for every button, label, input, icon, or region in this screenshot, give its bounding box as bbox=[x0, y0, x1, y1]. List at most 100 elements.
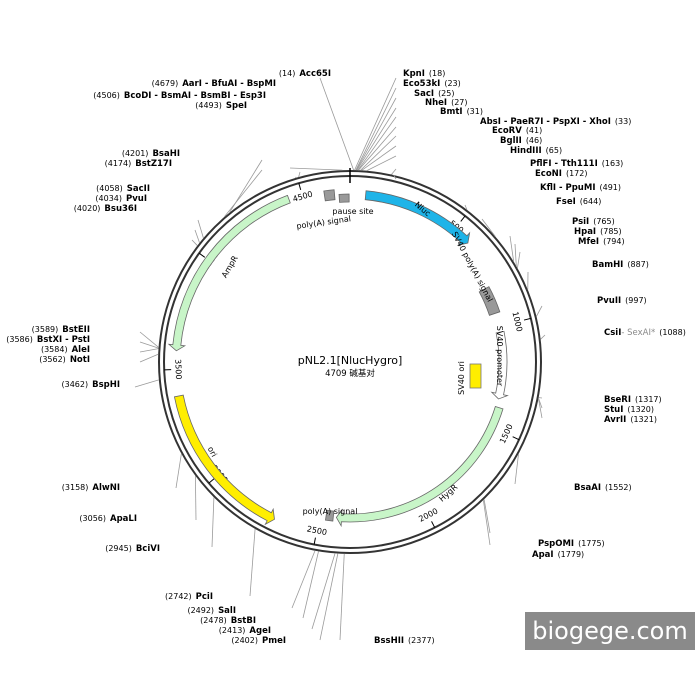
site-connector bbox=[134, 379, 159, 388]
site-name: PvuI bbox=[126, 194, 147, 204]
site-connector bbox=[295, 176, 297, 179]
site-connector bbox=[393, 174, 397, 180]
site-position: (18) bbox=[429, 69, 445, 78]
restriction-site: BcoDI - BsmAI - BsmBI - Esp3I(4506) bbox=[93, 91, 266, 101]
site-position: (4679) bbox=[152, 79, 179, 88]
site-name: HindIII bbox=[510, 146, 542, 156]
restriction-site: PvuII(997) bbox=[597, 296, 647, 306]
feature-pause-site bbox=[338, 193, 350, 203]
site-name: AarI - BfuAI - BspMI bbox=[182, 79, 276, 89]
site-connector bbox=[175, 453, 182, 489]
site-position: (1320) bbox=[627, 405, 654, 414]
site-name: KflI - PpuMI bbox=[540, 183, 595, 193]
site-name: HpaI bbox=[574, 227, 596, 237]
site-position: (1317) bbox=[635, 395, 662, 404]
site-name: KpnI bbox=[403, 69, 425, 79]
restriction-site: HindIII(65) bbox=[510, 146, 562, 156]
site-name: BsaHI bbox=[152, 149, 180, 159]
site-name: BseRI bbox=[604, 395, 631, 405]
restriction-site: PspOMI(1775) bbox=[538, 539, 605, 549]
site-position: (163) bbox=[602, 159, 624, 168]
site-connector bbox=[302, 551, 319, 619]
site-name: AlwNI bbox=[92, 483, 120, 493]
feature-ori bbox=[173, 394, 275, 526]
site-connector bbox=[509, 235, 515, 262]
site-name: PmeI bbox=[262, 636, 286, 646]
site-connector bbox=[319, 553, 339, 641]
restriction-site: PflFI - Tth111I (163) bbox=[530, 159, 623, 169]
restriction-site: Acc65I(14) bbox=[279, 69, 331, 79]
restriction-site: AarI - BfuAI - BspMI(4679) bbox=[152, 79, 276, 89]
plasmid-title: pNL2.1[NlucHygro] bbox=[298, 354, 403, 367]
site-connector bbox=[361, 145, 397, 171]
site-connector bbox=[483, 499, 491, 534]
scale-tick bbox=[512, 436, 520, 441]
site-connector bbox=[360, 135, 397, 171]
restriction-site: SacII(4058) bbox=[96, 184, 150, 194]
site-connector bbox=[195, 475, 197, 521]
site-connector bbox=[139, 341, 159, 349]
restriction-site: FseI(644) bbox=[556, 197, 601, 207]
site-position: (785) bbox=[600, 227, 622, 236]
site-labels: KpnI(18)Eco53kI(23)SacI(25)NheI(27)BmtI(… bbox=[6, 69, 686, 646]
site-position: (3056) bbox=[79, 514, 106, 523]
site-connector bbox=[291, 550, 316, 609]
site-name: PflFI - Tth111I bbox=[530, 159, 598, 169]
site-connector bbox=[194, 229, 200, 243]
site-connector bbox=[354, 77, 397, 171]
site-connector bbox=[514, 454, 519, 485]
site-connector bbox=[139, 348, 159, 353]
restriction-site: AleI(3584) bbox=[41, 345, 90, 355]
restriction-site: BssHII(2377) bbox=[374, 636, 435, 646]
site-name: BciVI bbox=[136, 544, 160, 554]
site-name: Eco53kI bbox=[403, 79, 440, 89]
restriction-site: SalI(2492) bbox=[187, 606, 236, 616]
restriction-site: PciI(2742) bbox=[165, 592, 213, 602]
site-position: (23) bbox=[444, 79, 460, 88]
site-position: (41) bbox=[526, 126, 542, 135]
watermark: biogege.com bbox=[525, 612, 695, 650]
site-connector bbox=[319, 77, 354, 171]
site-name: BcoDI - BsmAI - BsmBI - Esp3I bbox=[124, 91, 266, 101]
restriction-site: AgeI(2413) bbox=[219, 626, 271, 636]
feature-label-ori: ori bbox=[206, 445, 219, 458]
site-extra: - SexAI* bbox=[621, 328, 655, 338]
site-position: (3462) bbox=[61, 380, 88, 389]
feature-label-polya-top: poly(A) signal bbox=[296, 214, 352, 231]
site-connector bbox=[358, 126, 397, 171]
site-name: BstBI bbox=[231, 616, 256, 626]
restriction-site: BsaAI(1552) bbox=[574, 483, 632, 493]
feature-label-sv40-ori: SV40 ori bbox=[457, 361, 466, 395]
restriction-site: PvuI(4034) bbox=[95, 194, 147, 204]
site-position: (1552) bbox=[605, 483, 632, 492]
site-connector bbox=[366, 155, 397, 172]
restriction-site: CsiI(1088) - SexAI* bbox=[604, 328, 686, 338]
feature-sv40-ori bbox=[469, 363, 482, 389]
site-connector bbox=[356, 107, 397, 171]
site-position: (887) bbox=[627, 260, 649, 269]
site-name: BglII bbox=[500, 136, 522, 146]
scale-tick bbox=[431, 521, 436, 528]
site-connector bbox=[289, 167, 343, 171]
site-connector bbox=[311, 553, 336, 630]
restriction-site: AvrII(1321) bbox=[604, 415, 657, 425]
site-position: (3158) bbox=[62, 483, 89, 492]
restriction-site: HpaI (785) bbox=[574, 227, 622, 237]
site-connector bbox=[139, 353, 159, 363]
site-position: (4174) bbox=[105, 159, 132, 168]
feature-arrows bbox=[167, 189, 509, 528]
site-position: (172) bbox=[566, 169, 588, 178]
scale-tick-label: 1000 bbox=[510, 311, 524, 333]
site-name: Bsu36I bbox=[104, 204, 137, 214]
restriction-site: AlwNI(3158) bbox=[62, 483, 120, 493]
site-name: PvuII bbox=[597, 296, 621, 306]
site-connector bbox=[355, 87, 397, 171]
site-position: (4493) bbox=[195, 101, 222, 110]
site-connector bbox=[229, 159, 263, 213]
feature-label-pause-site: pause site bbox=[332, 207, 373, 216]
site-connector-lines bbox=[134, 77, 546, 641]
site-connector bbox=[356, 97, 397, 171]
site-position: (1775) bbox=[578, 539, 605, 548]
site-name: ApaI bbox=[532, 550, 554, 560]
